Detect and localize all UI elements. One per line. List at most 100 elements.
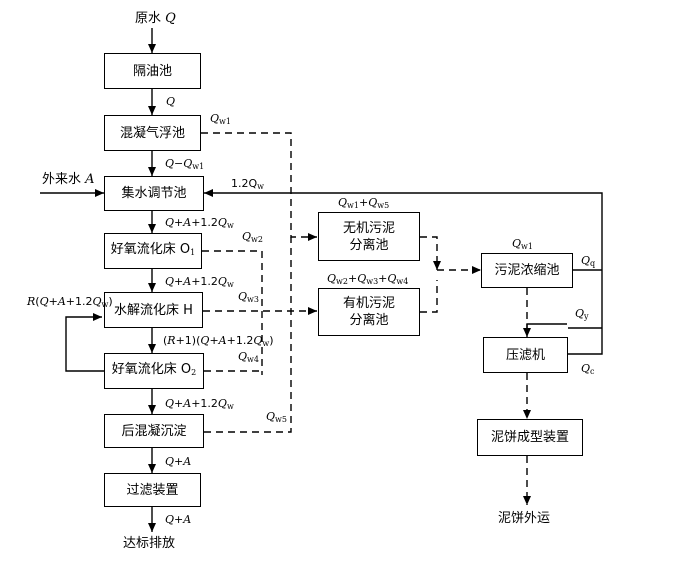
reflux-coef: +1.2 xyxy=(65,295,93,308)
fah-a: A xyxy=(218,334,227,347)
qw3-sub: w3 xyxy=(247,295,259,304)
aerobic-bed-2-label: 好氧流化床 O2 xyxy=(112,361,196,381)
reflux-sub: w xyxy=(101,300,109,309)
qw5-label: Qw5 xyxy=(266,410,287,426)
external-water-symbol: A xyxy=(85,172,95,187)
fao2-a: A xyxy=(183,397,192,410)
recycle-subscript: w xyxy=(257,182,265,191)
arrow-qy xyxy=(526,323,567,336)
fat-q: Q xyxy=(165,216,175,229)
qq-label: Qq xyxy=(581,254,595,270)
qc-q: Q xyxy=(581,362,591,375)
fah-sub: w xyxy=(262,339,270,348)
collection-tank-box: 集水调节池 xyxy=(104,176,204,211)
fao1-a: A xyxy=(183,275,192,288)
thk-sub: w1 xyxy=(521,242,533,251)
thk-q: Q xyxy=(512,237,522,250)
qw2-sub: w2 xyxy=(251,235,263,244)
qy-q: Q xyxy=(575,307,585,320)
fap-q: Q xyxy=(165,455,175,468)
flow-after-post-label: Q+A xyxy=(165,455,191,468)
thickener-inflow-label: Qw1 xyxy=(512,237,533,253)
org-q3-sub: w3 xyxy=(366,277,379,286)
reflux-q2: Q xyxy=(92,295,102,308)
flow-after-h-label: (R+1)(Q+A+1.2Qw) xyxy=(163,334,274,350)
filter-press-box: 压滤机 xyxy=(483,337,568,373)
cake-out-label: 泥饼外运 xyxy=(498,511,551,526)
flow-q-minus-qw1-label: Q−Qw1 xyxy=(165,157,204,173)
aerobic-bed-1-text: 好氧流化床 O xyxy=(110,242,191,257)
dash-qw5 xyxy=(204,237,292,433)
fah-r: R xyxy=(167,334,176,347)
reflux-close: ) xyxy=(108,295,113,308)
aerobic-bed-1-label: 好氧流化床 O1 xyxy=(111,241,195,261)
sludge-thickener-box: 污泥浓缩池 xyxy=(481,253,573,288)
flow-q-minus-qw1-minus: −Q xyxy=(174,157,193,170)
reflux-q: Q xyxy=(39,295,49,308)
fat-plus: + xyxy=(174,216,184,229)
fao2-q2: Q xyxy=(217,397,227,410)
fao2-plus: + xyxy=(174,397,184,410)
fap-plus: + xyxy=(174,455,184,468)
dash-org-out xyxy=(420,280,438,313)
qw4-sub: w4 xyxy=(247,355,259,364)
dash-inorg-out xyxy=(420,236,441,270)
oil-separator-box: 隔油池 xyxy=(104,53,201,89)
qw1-q: Q xyxy=(210,112,220,125)
qw1-sub: w1 xyxy=(219,117,231,126)
inorganic-sludge-label-2: 分离池 xyxy=(349,237,389,253)
fah-plus1: +1)( xyxy=(175,334,201,347)
organic-sludge-label-2: 分离池 xyxy=(349,313,389,328)
reflux-a: A xyxy=(57,295,66,308)
qw3-q: Q xyxy=(238,290,248,303)
flow-q-minus-qw1-sub: w1 xyxy=(192,162,205,171)
qw4-q: Q xyxy=(238,350,248,363)
organic-sludge-separator-box: 有机污泥 分离池 xyxy=(318,288,420,336)
qw5-q: Q xyxy=(266,410,276,423)
reflux-plus: + xyxy=(48,295,58,308)
inorg-q5-sub: w5 xyxy=(377,201,390,210)
faf-plus: + xyxy=(174,513,184,526)
fao1-q: Q xyxy=(165,275,175,288)
flow-q-minus-qw1-q: Q xyxy=(165,157,175,170)
aerobic-bed-2-subscript: 2 xyxy=(191,368,197,377)
qw4-label: Qw4 xyxy=(238,350,259,366)
organic-sludge-label-1: 有机污泥 xyxy=(342,296,395,311)
fao2-sub: w xyxy=(226,402,234,411)
fah-coef: +1.2 xyxy=(226,334,254,347)
qw3-label: Qw3 xyxy=(238,290,259,306)
sludge-thickener-label: 污泥浓缩池 xyxy=(494,263,560,278)
org-plus2: + xyxy=(378,272,388,285)
org-q2-sub: w2 xyxy=(336,277,348,286)
flow-q-symbol: Q xyxy=(166,95,176,108)
fat-a: A xyxy=(183,216,192,229)
faf-a: A xyxy=(183,513,192,526)
reflux-label: R(Q+A+1.2Qw) xyxy=(27,295,113,311)
fah-plus: + xyxy=(209,334,219,347)
collection-tank-label: 集水调节池 xyxy=(121,186,187,201)
oil-separator-label: 隔油池 xyxy=(132,63,172,79)
fat-sub: w xyxy=(226,221,234,230)
inorganic-sludge-label-1: 无机污泥 xyxy=(342,220,395,236)
fah-q2: Q xyxy=(253,334,263,347)
flow-after-o2-label: Q+A+1.2Qw xyxy=(165,397,234,413)
inorg-q1-sub: w1 xyxy=(347,201,359,210)
external-water-label: 外来水 A xyxy=(42,173,95,186)
qq-q: Q xyxy=(581,254,591,267)
inorg-q1: Q xyxy=(338,196,348,209)
inorganic-inflow-label: Qw1+Qw5 xyxy=(338,196,389,212)
org-plus1: + xyxy=(347,272,358,285)
fao1-coef: +1.2 xyxy=(191,275,218,288)
hydrolysis-bed-label: 水解流化床 H xyxy=(114,302,193,318)
fah-close: ) xyxy=(269,334,274,347)
fao1-q2: Q xyxy=(217,275,227,288)
coagulation-flotation-box: 混凝气浮池 xyxy=(104,115,201,151)
aerobic-bed-2-text: 好氧流化床 O xyxy=(111,362,192,377)
qy-label: Qy xyxy=(575,307,589,323)
fah-open: ( xyxy=(163,334,168,347)
fap-a: A xyxy=(183,455,192,468)
aerobic-bed-2-box: 好氧流化床 O2 xyxy=(104,353,204,389)
org-q2: Q xyxy=(327,272,337,285)
